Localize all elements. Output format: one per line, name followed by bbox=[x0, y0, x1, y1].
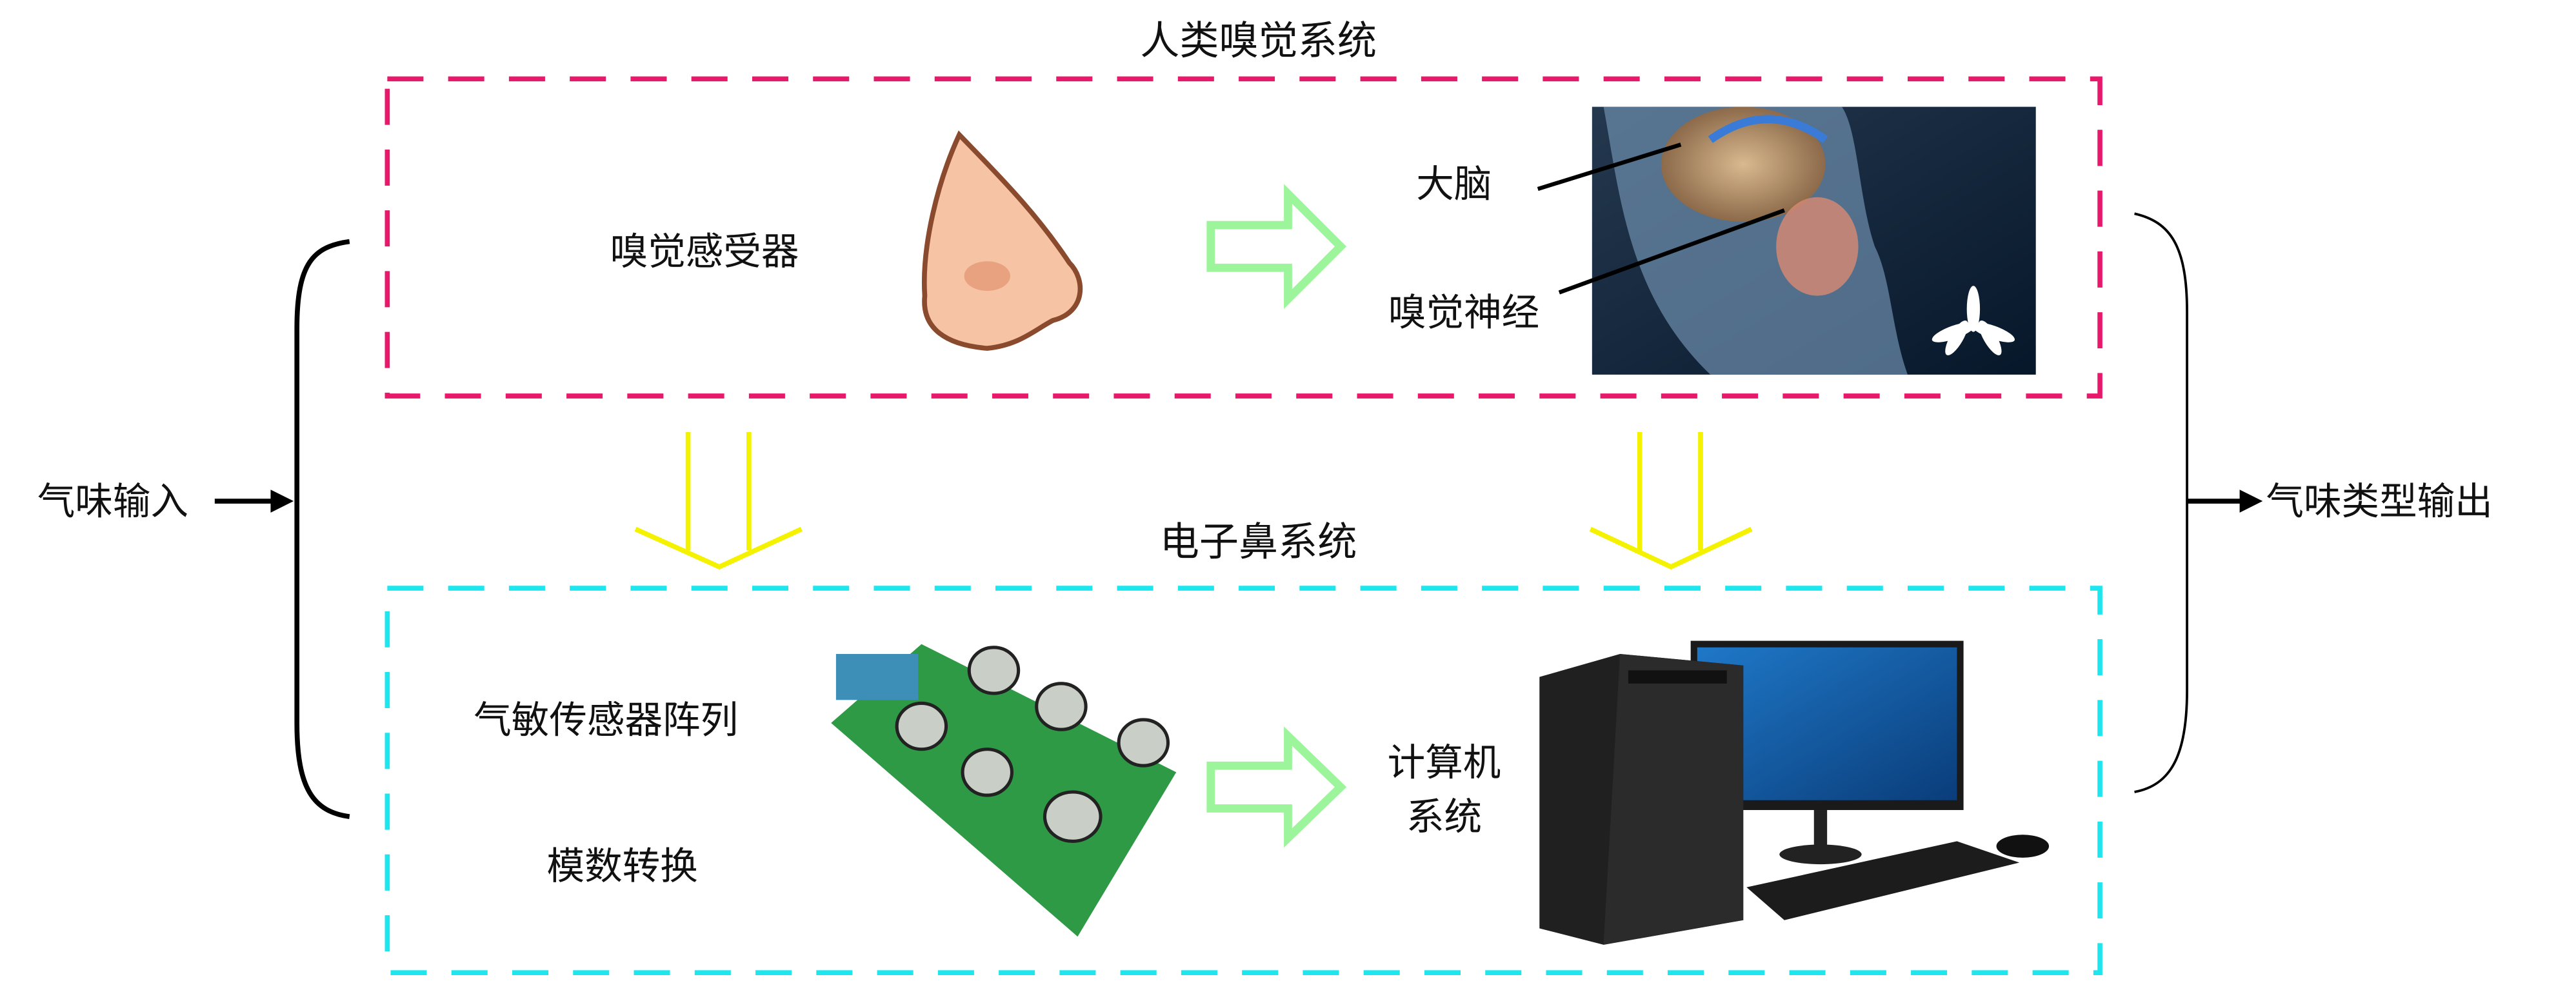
hollow-arrow-right-bottom bbox=[1206, 726, 1347, 848]
computer-label-line2: 系统 bbox=[1406, 795, 1482, 839]
output-label: 气味类型输出 bbox=[2266, 479, 2492, 523]
nerve-label: 嗅觉神经 bbox=[1388, 290, 1539, 334]
sensor-array-label: 气敏传感器阵列 bbox=[474, 698, 738, 742]
output-arrow bbox=[2187, 490, 2263, 513]
mapping-arrow-left bbox=[634, 432, 803, 570]
human-system-box bbox=[384, 76, 2102, 399]
nose-image bbox=[922, 130, 1083, 351]
computer-image bbox=[1539, 640, 2050, 945]
enose-system-box bbox=[384, 586, 2102, 976]
brain-pointer-line bbox=[1537, 143, 1682, 192]
adc-label: 模数转换 bbox=[547, 844, 698, 888]
input-label: 气味输入 bbox=[37, 479, 188, 523]
input-arrow bbox=[214, 490, 294, 513]
left-brace bbox=[294, 239, 350, 819]
right-brace bbox=[2134, 212, 2189, 793]
mapping-arrow-right bbox=[1589, 432, 1753, 570]
receptor-label: 嗅觉感受器 bbox=[610, 230, 799, 273]
enose-system-title: 电子鼻系统 bbox=[1160, 519, 1357, 565]
computer-label-line1: 计算机 bbox=[1388, 741, 1501, 785]
hollow-arrow-right-top bbox=[1206, 184, 1347, 310]
brain-head-image bbox=[1592, 106, 2036, 375]
brain-label: 大脑 bbox=[1416, 163, 1492, 206]
sensor-board-image bbox=[831, 644, 1177, 937]
nerve-pointer-line bbox=[1558, 208, 1785, 295]
human-system-title: 人类嗅觉系统 bbox=[1140, 18, 1377, 64]
